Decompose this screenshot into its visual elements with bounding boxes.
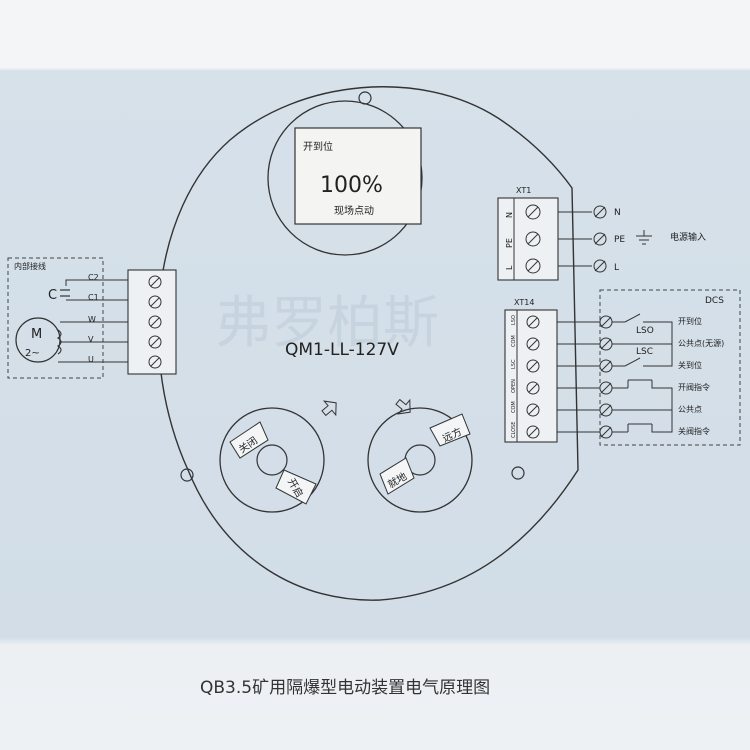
xt14-terminal-label: OPEN: [511, 379, 517, 393]
display-mode: 现场点动: [334, 204, 374, 217]
remote-local-knob: 远方 就地: [367, 407, 473, 513]
dcs-signal-label: 公共点(无源): [678, 339, 724, 348]
capacitor-label: C: [48, 288, 57, 303]
motor-box: [7, 257, 104, 379]
display-screen: [294, 127, 422, 225]
enclosure-outline: [157, 86, 579, 601]
dcs-switch-label: LSC: [636, 347, 653, 357]
ground-icon: [636, 230, 652, 245]
dcs-switch-label: LSO: [636, 326, 654, 336]
diagram-caption: QB3.5矿用隔爆型电动装置电气原理图: [200, 678, 490, 698]
dcs-signal-label: 开到位: [678, 316, 702, 326]
xt1-terminal-label: N: [505, 212, 514, 218]
xt1-terminal-label: L: [505, 265, 514, 270]
xt14-block: [504, 309, 558, 443]
motor-box-title: 内部接线: [14, 261, 46, 271]
rotate-arrow-icon: [321, 400, 337, 417]
xt1-terminal-label: PE: [505, 238, 514, 248]
motor-terminal-label: V: [88, 335, 94, 344]
rotate-arrow-icon: [395, 398, 411, 415]
motor-sub-label: 2~: [25, 348, 40, 359]
xt14-terminal-label: COM: [511, 401, 517, 413]
dcs-signal-label: 开阀指令: [678, 382, 710, 392]
xt1-screws: [525, 204, 541, 274]
watermark: 弗罗柏斯: [215, 291, 439, 356]
xt14-title: XT14: [514, 298, 534, 307]
motor-label: M: [31, 327, 42, 342]
xt14-screws: [526, 315, 540, 439]
dcs-signal-label: 关到位: [678, 360, 702, 370]
display-window: [267, 100, 423, 256]
xt14-wires: [557, 321, 600, 433]
mount-hole: [511, 466, 525, 480]
xt14-terminal-label: LSO: [511, 315, 517, 325]
display-status: 开到位: [303, 140, 333, 153]
motor-terminal-label: C1: [88, 293, 99, 302]
xt1-ext-terminals: [593, 205, 607, 273]
motor-terminal-label: C2: [88, 273, 99, 282]
xt14-terminal-label: COM: [511, 335, 517, 347]
xt1-ext-label: N: [614, 208, 621, 218]
dcs-box: [599, 289, 741, 446]
xt14-terminal-label: CLOSE: [511, 422, 517, 438]
model-label: QM1-LL-127V: [285, 340, 399, 360]
dcs-signal-label: 关阀指令: [678, 426, 710, 436]
display-percent: 100%: [320, 173, 383, 198]
xt1-ext-label: PE: [614, 235, 625, 245]
mount-hole: [180, 468, 194, 482]
xt1-block: [497, 197, 559, 281]
motor-terminal-label: W: [88, 315, 96, 324]
dcs-signal-label: 公共点: [678, 405, 702, 414]
power-input-label: 电源输入: [670, 231, 706, 243]
open-close-knob: 关闭 开启: [219, 407, 325, 513]
xt1-title: XT1: [516, 186, 531, 195]
dcs-title: DCS: [705, 296, 724, 306]
xt14-terminal-label: LSC: [511, 359, 517, 369]
motor-terminal-screws: [148, 275, 162, 369]
dcs-switches: [612, 313, 673, 433]
xt1-ext-label: L: [614, 263, 619, 273]
xt14-ext-terminals: [599, 315, 613, 439]
xt14-terminal-labels: LSO COM LSC OPEN COM CLOSE: [511, 315, 517, 438]
motor-terminal-label: U: [88, 355, 94, 364]
